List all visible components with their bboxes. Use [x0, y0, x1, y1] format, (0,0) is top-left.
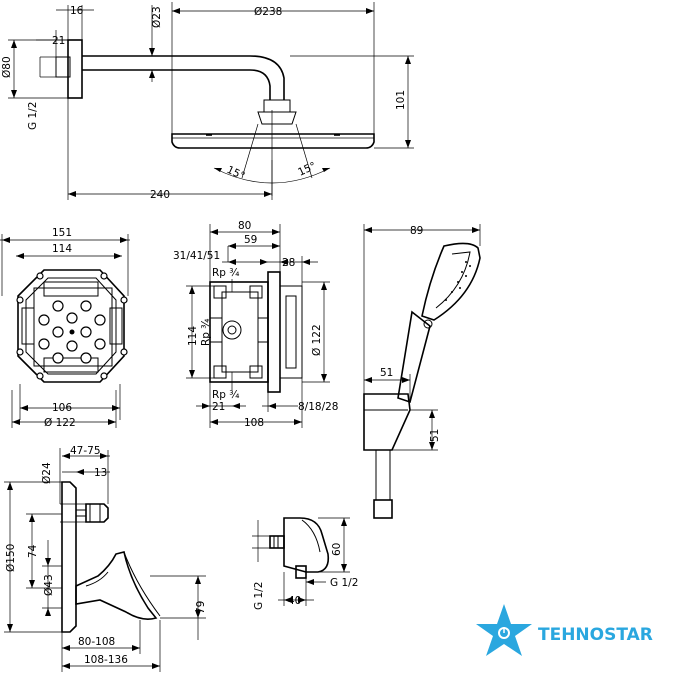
dim-label: Ø 122 — [311, 324, 323, 356]
angle-label: 15° — [296, 160, 318, 179]
dim-label: G 1/2 — [253, 582, 265, 610]
dim-label: 114 — [52, 243, 72, 255]
dim-label: 21 — [52, 35, 65, 47]
dim-label: 80 — [238, 220, 251, 232]
dim-label: 106 — [52, 402, 72, 414]
dim-label: 59 — [244, 234, 257, 246]
dim-label: G 1/2 — [27, 102, 39, 130]
dim-label: Ø 122 — [44, 417, 76, 429]
dim-label: 47-75 — [70, 445, 101, 457]
dim-label: 28 — [282, 257, 295, 269]
thread-label: Rp ¾ — [212, 267, 239, 279]
dim-label: Ø24 — [41, 462, 53, 484]
dim-label: 108-136 — [84, 654, 128, 666]
thread-label: Rp ¾ — [200, 319, 212, 346]
dim-label: 60 — [331, 543, 343, 556]
dim-label: G 1/2 — [330, 577, 358, 589]
install-box-drawing: 151 114 106 Ø 122 — [0, 227, 130, 429]
dim-label: Ø43 — [43, 574, 55, 596]
mixer-drawing: Ø24 47-75 13 Ø150 74 Ø43 — [4, 445, 207, 672]
dim-label: 8/18/28 — [298, 401, 338, 413]
dim-label: 80-108 — [78, 636, 115, 648]
dim-label: 51 — [429, 429, 441, 442]
dim-label: 114 — [187, 326, 199, 346]
angle-label: 15° — [225, 164, 247, 183]
dim-label: 101 — [395, 90, 407, 110]
dim-label: Ø150 — [5, 544, 17, 572]
dim-label: 13 — [94, 467, 107, 479]
shower-arm-drawing: 16 21 Ø80 G 1/2 Ø23 Ø238 1 — [1, 2, 414, 201]
logo-text: TEHNOSTAR — [538, 625, 653, 645]
dim-label: 151 — [52, 227, 72, 239]
dim-label: 31/41/51 — [173, 250, 220, 262]
dim-label: 108 — [244, 417, 264, 429]
dim-label: 89 — [410, 225, 423, 237]
dim-label: 79 — [195, 601, 207, 614]
tehnostar-logo: TEHNOSTAR — [476, 604, 653, 656]
dim-label: 74 — [27, 544, 39, 558]
dim-label: Ø23 — [151, 6, 163, 28]
dim-label: 240 — [150, 189, 170, 201]
dim-label: 16 — [70, 5, 84, 17]
wall-outlet-drawing: 60 G 1/2 40 G 1/2 — [252, 517, 358, 610]
dim-label: 51 — [380, 367, 393, 379]
hand-shower-drawing: 89 51 51 — [363, 224, 481, 519]
ibox-side-drawing: 80 59 31/41/51 Rp ¾ 28 114 Rp ¾ — [173, 220, 338, 429]
dim-label: Ø238 — [254, 6, 282, 18]
dim-label: 21 — [212, 401, 225, 413]
dim-label: 40 — [288, 595, 301, 607]
thread-label: Rp ¾ — [212, 389, 239, 401]
dim-label: Ø80 — [1, 56, 13, 78]
